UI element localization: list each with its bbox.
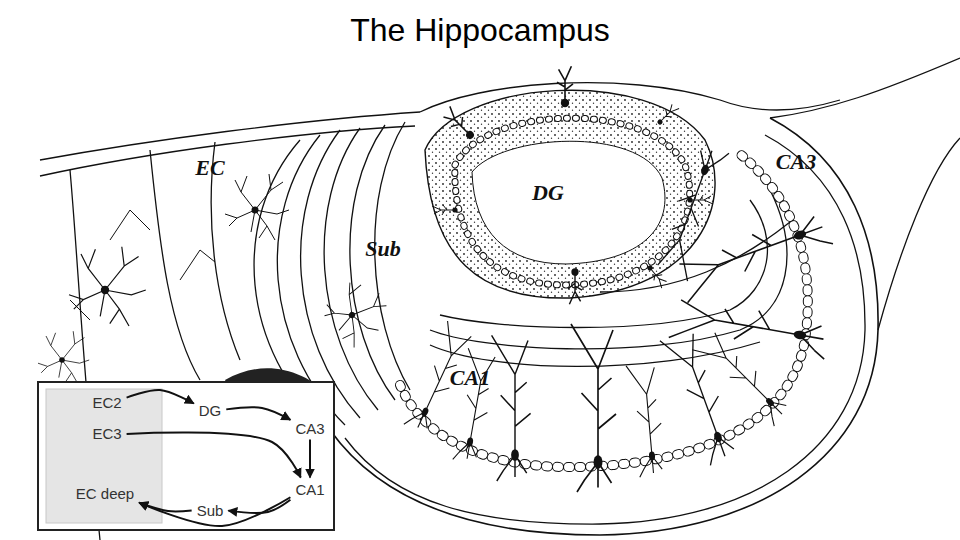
title: The Hippocampus [0, 12, 960, 49]
pyramidal-layer [400, 150, 808, 467]
circuit-node: EC2 [89, 393, 124, 412]
granule-cells [432, 66, 713, 304]
outline-line [345, 135, 865, 524]
granule-cell [557, 66, 573, 107]
granule-cell [432, 205, 458, 215]
pyramidal-neuron [449, 348, 498, 464]
pyramidal-neuron [669, 296, 831, 365]
circuit-node: DG [196, 401, 225, 420]
inset-frame [38, 382, 334, 530]
outline-line [40, 126, 415, 176]
hilus [472, 141, 665, 264]
region-label: CA1 [450, 365, 490, 391]
cortical-neuron [315, 273, 395, 353]
cortex-line [150, 150, 200, 380]
pyramidal-neuron [492, 335, 531, 481]
region-label: EC [195, 155, 224, 181]
node-text: CA3 [295, 420, 324, 437]
node-text: EC2 [92, 394, 121, 411]
circuit-arrow [309, 440, 311, 478]
node-text: EC3 [92, 425, 121, 442]
node-text: EC deep [76, 485, 134, 502]
granule-layer [455, 118, 690, 285]
outline-line [40, 112, 420, 160]
cortical-neurons [38, 174, 395, 384]
pyramidal-neuron [626, 363, 666, 477]
granule-cell [644, 263, 668, 289]
circuit-node: CA1 [292, 480, 327, 499]
circuit-node: CA3 [292, 419, 327, 438]
subiculum-arc [350, 125, 395, 400]
circuit-node: Sub [194, 501, 227, 520]
circuit-arrow [226, 407, 290, 419]
granule-cell [440, 105, 478, 143]
node-text: DG [199, 402, 222, 419]
pyramidal-neuron [660, 328, 740, 467]
circuit-connector-group [127, 390, 194, 404]
circuit-arrow [139, 497, 290, 526]
circuit-node: EC deep [73, 484, 137, 503]
granule-cell [687, 195, 713, 205]
outline-line [878, 138, 960, 330]
pyramidal-layer [400, 150, 808, 467]
granule-cell [568, 268, 582, 304]
granule-layer [455, 118, 690, 285]
region-label: Sub [365, 236, 400, 262]
circuit-connector-group [226, 407, 290, 419]
granule-cell [655, 102, 680, 127]
pyramidal-neuron [654, 143, 734, 282]
node-text: CA1 [295, 481, 324, 498]
pyramidal-neuron [571, 324, 616, 492]
node-text: Sub [197, 502, 224, 519]
region-label: CA3 [776, 149, 816, 175]
outline-line [770, 58, 960, 118]
circuit-connector-group [139, 497, 290, 526]
cortical-neuron [225, 174, 289, 240]
circuit-arrow [127, 433, 301, 478]
cortical-neuron [69, 247, 146, 326]
region-label: DG [532, 180, 564, 206]
dentate-gyrus [425, 90, 715, 298]
circuit-connector-group [310, 440, 311, 478]
circuit-arrow [127, 390, 194, 404]
cortical-neuron [38, 331, 89, 384]
circuit-node: EC3 [89, 424, 124, 443]
pyramidal-neuron [692, 328, 792, 428]
pyramidal-neurons [400, 143, 835, 492]
cortex-band [46, 389, 162, 523]
outline-line [330, 118, 878, 535]
circuit-connector-group [127, 433, 301, 478]
